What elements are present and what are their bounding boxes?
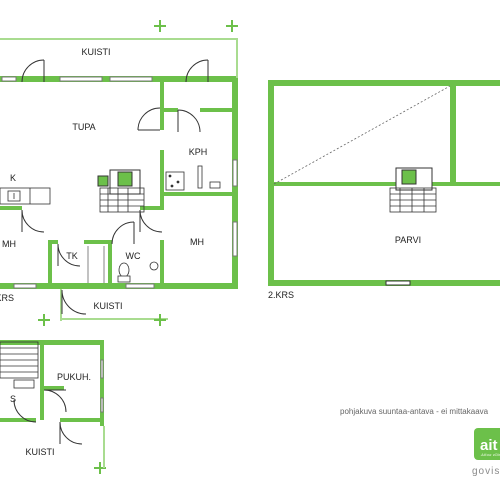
brand-name: govis: [472, 466, 500, 477]
floor-label-2krs: 2.KRS: [268, 290, 294, 300]
logo-tagline: Aitoa elämää: [480, 452, 500, 457]
room-label-mh-right: MH: [190, 237, 204, 247]
room-label-mh-left: MH: [2, 239, 16, 249]
room-label-kuisti-top: KUISTI: [81, 47, 110, 57]
room-label-tupa: TUPA: [72, 122, 95, 132]
room-label-kuisti-bottom: KUISTI: [93, 301, 122, 311]
floor-2-plan: PARVI 2.KRS: [268, 80, 500, 300]
room-label-kuisti-annex: KUISTI: [25, 447, 54, 457]
annex-plan: PUKUH. S KUISTI: [0, 314, 106, 474]
room-label-wc: WC: [126, 251, 141, 261]
room-label-tk: TK: [66, 251, 78, 261]
company-logo: ait Aitoa elämää govis: [472, 428, 500, 477]
room-label-parvi: PARVI: [395, 235, 421, 245]
floor-1-plan: KUISTI TUPA KPH K MH TK WC MH KUISTI 1.K…: [0, 20, 238, 326]
floor-label-1krs: 1.KRS: [0, 293, 14, 303]
room-label-s: S: [10, 394, 16, 404]
logo-text: ait: [480, 437, 498, 454]
logo-badge: [474, 428, 500, 460]
disclaimer-note: pohjakuva suuntaa-antava - ei mittakaava: [340, 407, 489, 416]
room-label-pukuh: PUKUH.: [57, 372, 91, 382]
room-label-k: K: [10, 173, 16, 183]
room-label-kph: KPH: [189, 147, 208, 157]
